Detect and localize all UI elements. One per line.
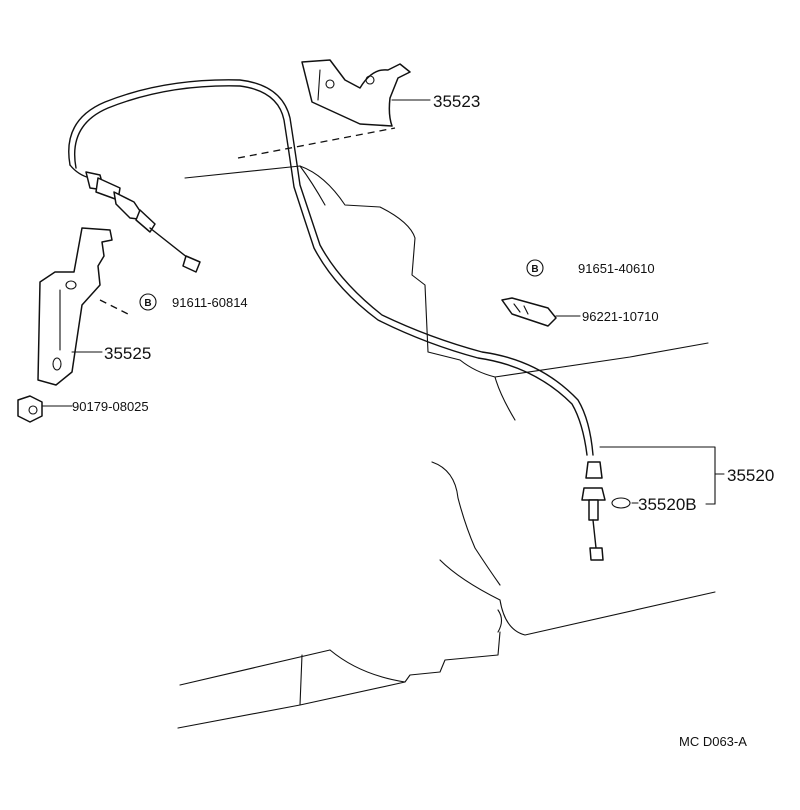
- label-35525: 35525: [104, 344, 151, 363]
- nut-90179: [17, 395, 43, 423]
- label-90179: 90179-08025: [72, 399, 149, 414]
- label-35520: 35520: [727, 466, 774, 485]
- dashed-guide-35525: [99, 299, 133, 317]
- label-91611: 91611-60814: [172, 295, 248, 310]
- label-96221: 96221-10710: [582, 309, 659, 324]
- release-cable: [68, 79, 606, 561]
- bolt-badge-91611: B: [139, 293, 157, 311]
- clip-96221: [501, 297, 557, 327]
- label-35520b: 35520B: [638, 495, 697, 514]
- dashed-guide-35523: [237, 127, 396, 159]
- bracket-line-35520: [599, 446, 716, 505]
- label-35523: 35523: [433, 92, 480, 111]
- diagram-code: MC D063-A: [679, 734, 747, 749]
- bracket-35525: [37, 227, 113, 386]
- bracket-35523: [301, 59, 411, 127]
- badge-letter-91611: B: [144, 298, 151, 309]
- bolt-badge-91651: B: [526, 259, 544, 277]
- grommet-35520b: [611, 497, 631, 509]
- label-91651: 91651-40610: [578, 261, 655, 276]
- badge-letter-91651: B: [531, 264, 538, 275]
- car-body-outline: [177, 165, 716, 729]
